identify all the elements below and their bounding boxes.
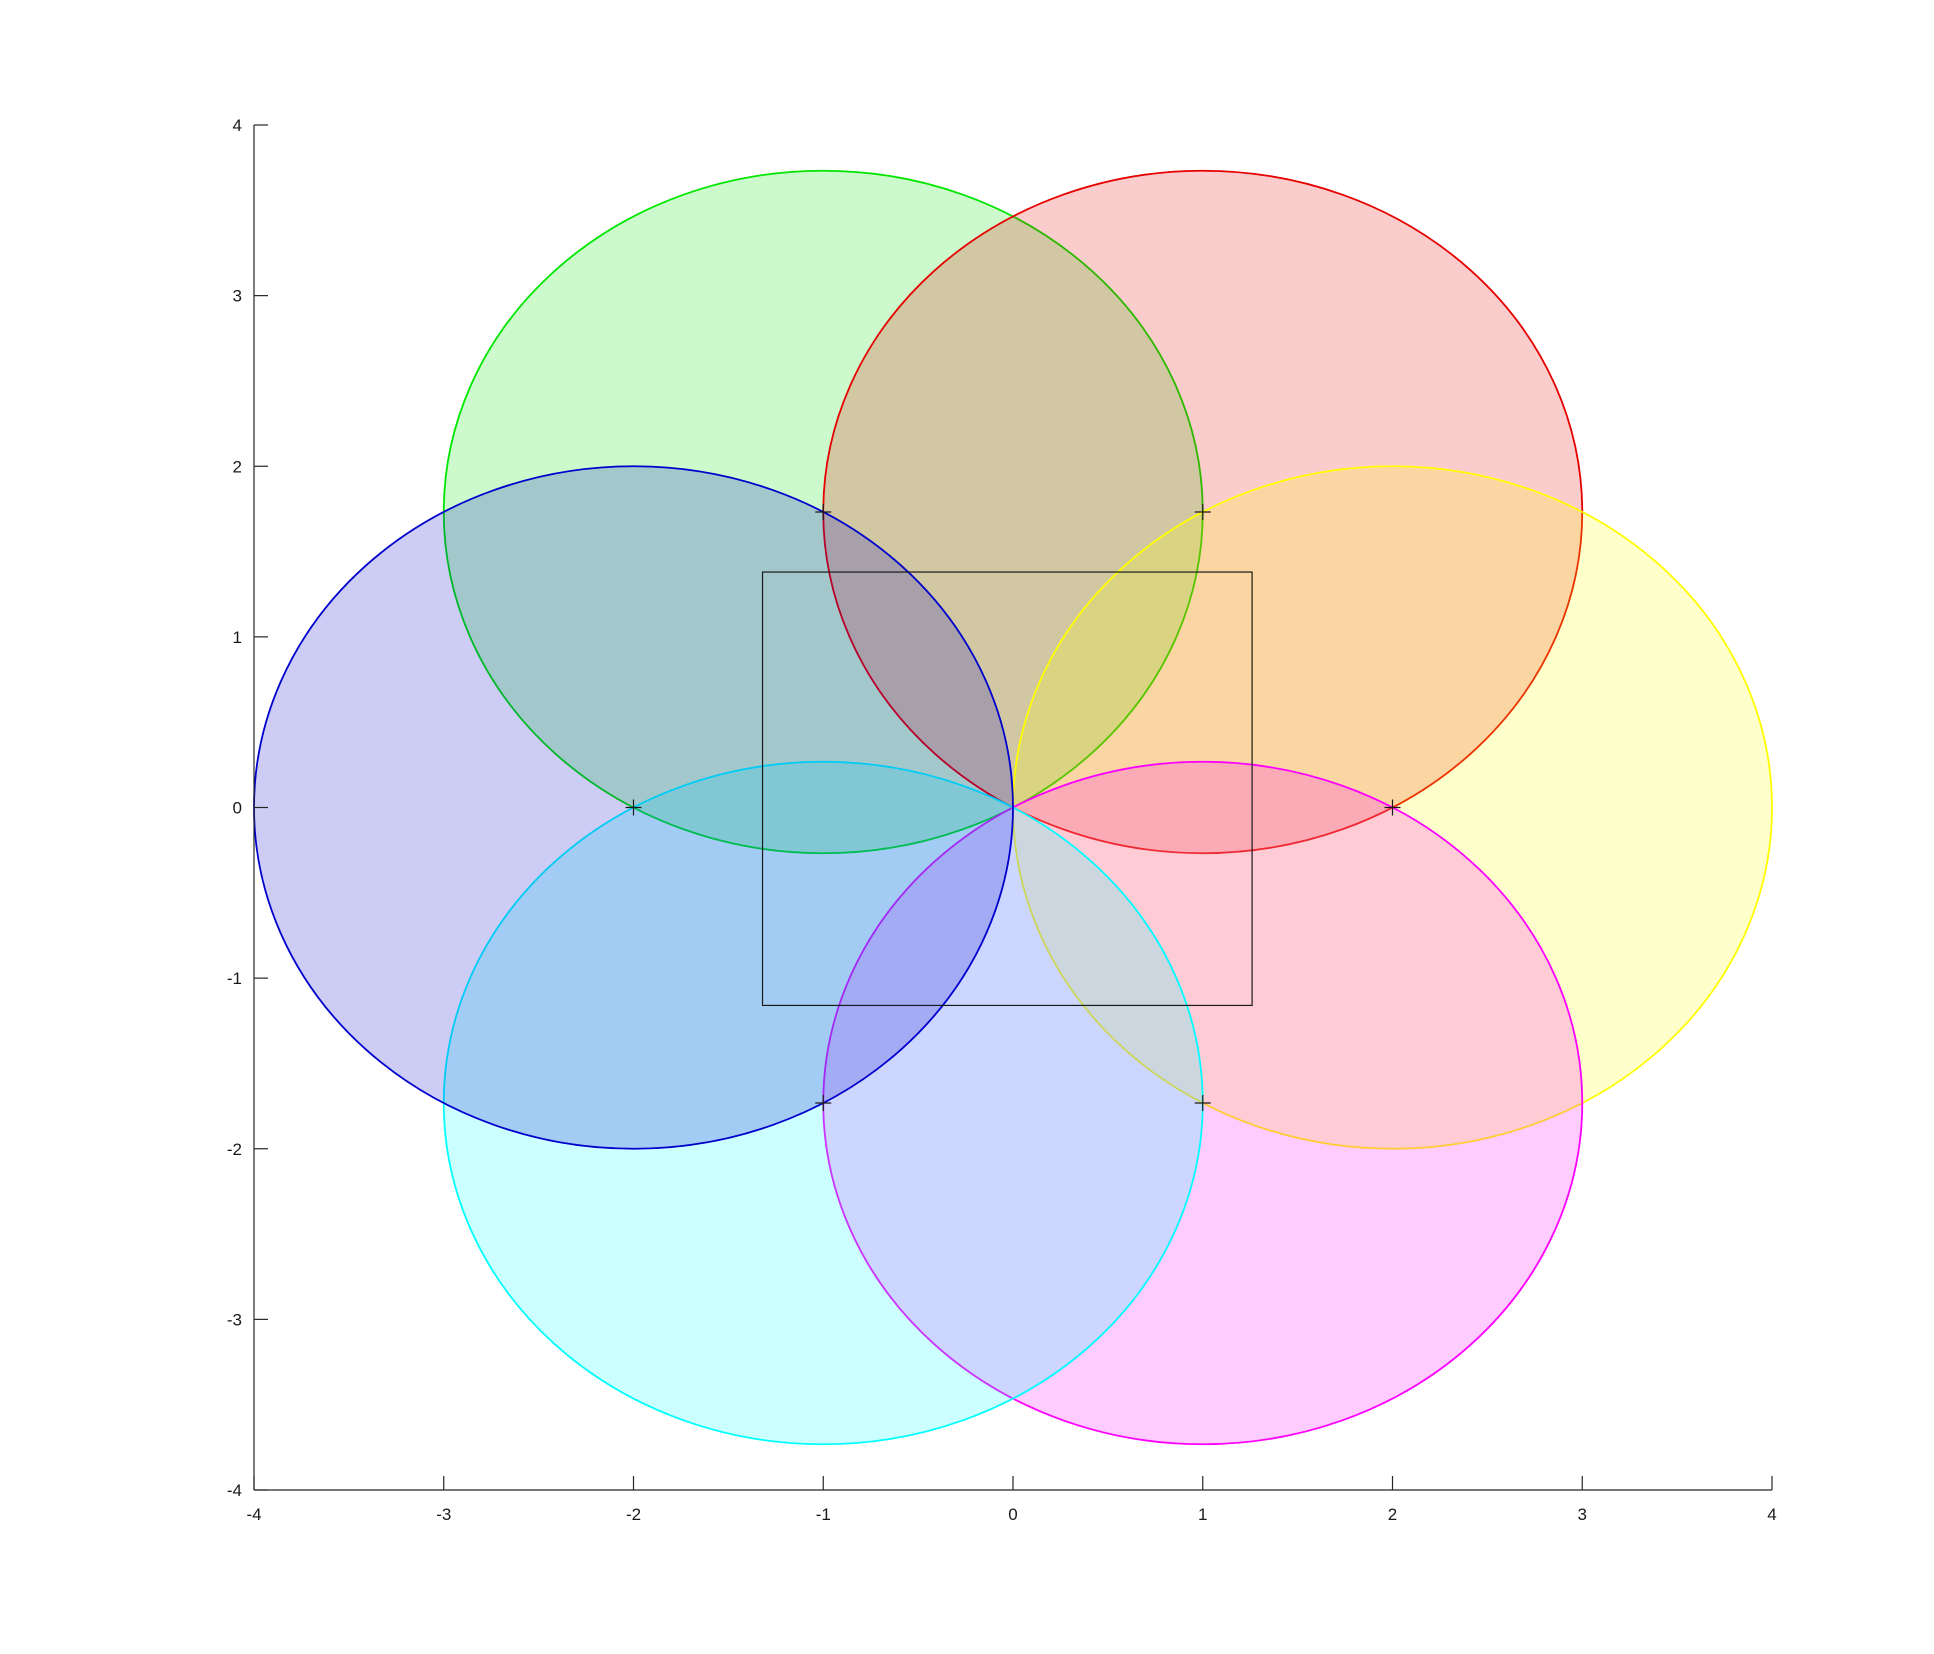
y-tick-label: 3 bbox=[233, 287, 242, 306]
circles-layer bbox=[253, 169, 1773, 1446]
y-tick-label: -2 bbox=[227, 1140, 242, 1159]
plus-marker-5 bbox=[815, 1095, 832, 1112]
x-tick-label: 0 bbox=[1008, 1505, 1017, 1524]
y-tick-label: 0 bbox=[233, 799, 242, 818]
plus-marker-2 bbox=[1384, 799, 1401, 816]
y-ticks: 4 3 2 1 0 -1 -2 -3 -4 bbox=[227, 116, 268, 1500]
bounding-rectangle-layer bbox=[761, 571, 1253, 1007]
x-ticks: -4 -3 -2 -1 0 1 2 3 4 bbox=[246, 1476, 1777, 1524]
x-tick-label: 1 bbox=[1198, 1505, 1207, 1524]
y-tick-label: 1 bbox=[233, 628, 242, 647]
x-tick-label: 4 bbox=[1767, 1505, 1776, 1524]
x-tick-label: -3 bbox=[436, 1505, 451, 1524]
x-tick-label: 3 bbox=[1578, 1505, 1587, 1524]
axes: -4 -3 -2 -1 0 1 2 3 4 4 3 2 1 0 -1 -2 -3 -4 bbox=[227, 116, 1777, 1524]
y-tick-label: -1 bbox=[227, 969, 242, 988]
bounding-rectangle bbox=[761, 571, 1253, 1007]
plus-marker-6 bbox=[1194, 1095, 1211, 1112]
plus-marker-3 bbox=[815, 503, 832, 520]
x-tick-label: -2 bbox=[626, 1505, 641, 1524]
y-tick-label: -4 bbox=[227, 1481, 242, 1500]
markers-layer bbox=[625, 503, 1401, 1112]
plus-marker-1 bbox=[625, 799, 642, 816]
y-tick-label: -3 bbox=[227, 1310, 242, 1329]
y-tick-label: 4 bbox=[233, 116, 242, 135]
x-tick-label: 2 bbox=[1388, 1505, 1397, 1524]
x-tick-label: -4 bbox=[246, 1505, 261, 1524]
x-tick-label: -1 bbox=[816, 1505, 831, 1524]
plus-marker-4 bbox=[1194, 503, 1211, 520]
y-tick-label: 2 bbox=[233, 457, 242, 476]
